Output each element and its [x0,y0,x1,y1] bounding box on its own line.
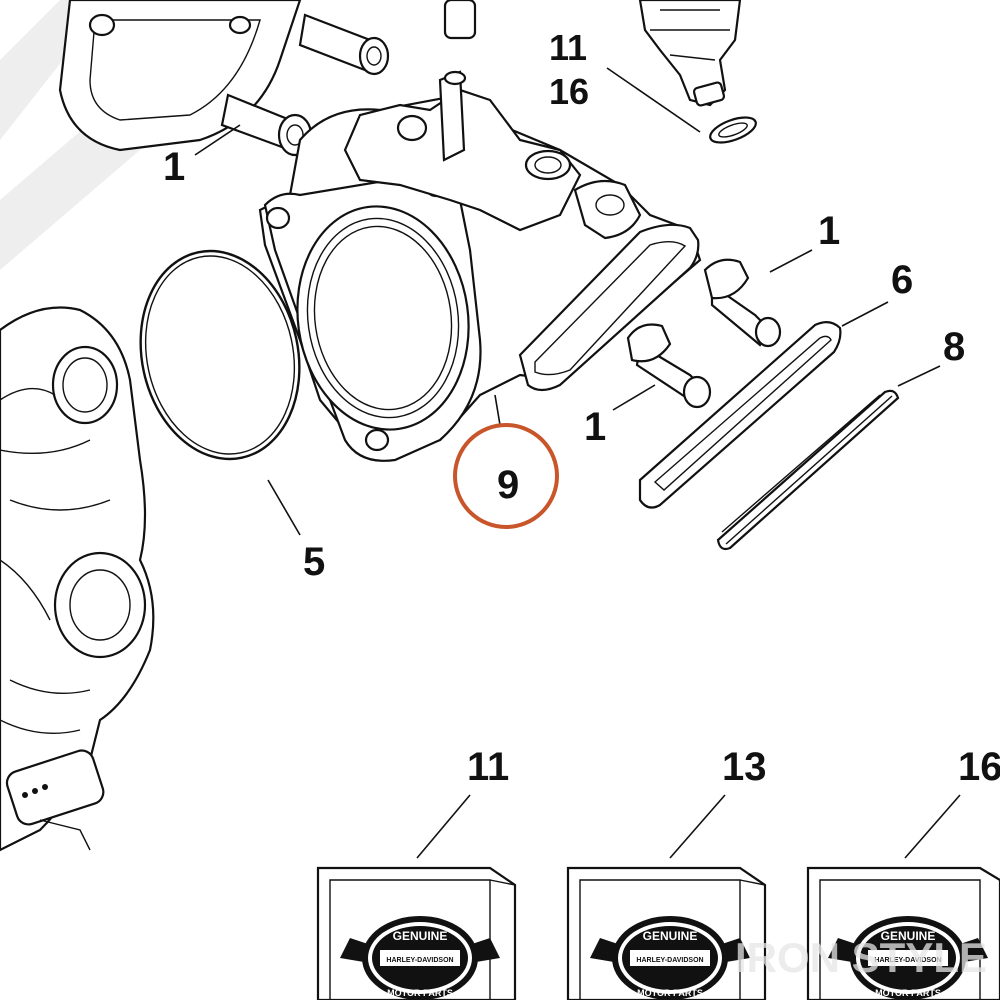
bolt-top-center [298,13,390,76]
callout-1-top-left: 1 [163,145,185,189]
svg-text:MOTOR PARTS: MOTOR PARTS [637,988,703,998]
callout-5: 5 [303,540,325,584]
sleeve-top [443,0,477,40]
parts-box-13: GENUINE HARLEY-DAVIDSON MOTOR PARTS [566,866,767,1000]
callout-11-top: 11 [549,27,587,68]
callout-16-box: 16 [958,745,1000,789]
parts-box-16: GENUINE HARLEY-DAVIDSON MOTOR PARTS [806,866,1000,1000]
leader-lines [194,67,961,859]
svg-text:HARLEY-DAVIDSON: HARLEY-DAVIDSON [386,957,453,964]
highlight-circle [453,423,559,529]
bolt-top-left [220,93,313,157]
engine-housing [0,306,155,852]
callout-6: 6 [891,258,913,302]
callout-9: 9 [497,463,519,507]
throttle-body [258,70,702,462]
callout-11-box: 11 [467,745,509,789]
callout-8: 8 [943,325,965,369]
svg-text:MOTOR PARTS: MOTOR PARTS [387,988,453,998]
bolt-right [703,258,782,348]
parts-box-11: GENUINE HARLEY-DAVIDSON MOTOR PARTS [316,866,517,1000]
callout-16-top: 16 [549,71,589,112]
bolt-middle [626,323,712,409]
svg-text:GENUINE: GENUINE [393,929,448,943]
svg-text:MOTOR PARTS: MOTOR PARTS [875,988,941,998]
svg-text:GENUINE: GENUINE [643,929,698,943]
gasket-8 [716,389,900,551]
callout-1-right: 1 [818,209,840,253]
svg-text:HARLEY-DAVIDSON: HARLEY-DAVIDSON [636,957,703,964]
injector-o-ring [709,116,757,144]
watermark-text: IRON STYLE [735,934,987,981]
svg-text:GENUINE: GENUINE [881,929,936,943]
fuel-injector [638,0,742,107]
spacer-plate-6 [638,321,842,509]
callout-13-box: 13 [722,745,767,789]
callout-1-middle: 1 [584,405,606,449]
gasket-ring-5 [139,249,301,461]
svg-text:HARLEY-DAVIDSON: HARLEY-DAVIDSON [874,957,941,964]
